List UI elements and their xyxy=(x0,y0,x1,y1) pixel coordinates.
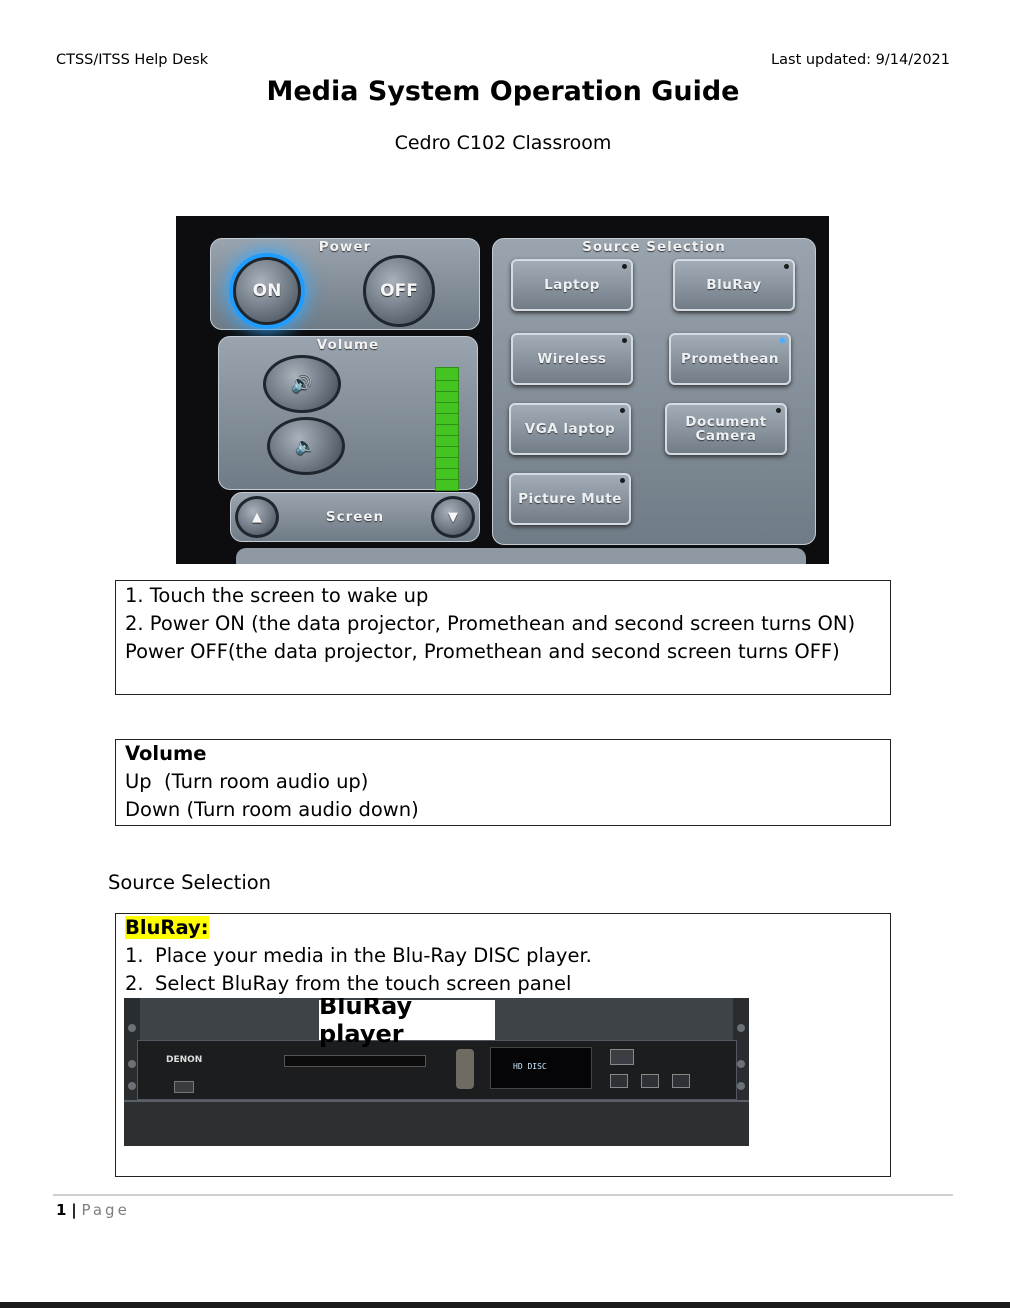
page-title: Media System Operation Guide xyxy=(266,76,740,107)
screen-label: Screen xyxy=(325,509,385,525)
step-text: Select BluRay from the touch screen pane… xyxy=(155,972,572,995)
volume-down-line: Down (Turn room audio down) xyxy=(125,798,419,821)
display-text: HD DISC xyxy=(513,1062,547,1071)
indicator-icon xyxy=(620,478,625,483)
volume-instructions-box: Volume Up (Turn room audio up) Down (Tur… xyxy=(115,739,891,826)
footer: 1 | Page xyxy=(56,1201,130,1219)
stop-icon xyxy=(610,1074,628,1088)
page-separator: | xyxy=(71,1201,77,1219)
power-instructions-box: 1. Touch the screen to wake up 2. Power … xyxy=(115,580,891,695)
header-left: CTSS/ITSS Help Desk xyxy=(56,52,209,68)
step-number: 1. xyxy=(125,944,144,967)
brand-logo: DENON xyxy=(166,1055,203,1065)
play-icon xyxy=(672,1074,691,1088)
bluray-instructions-box: BluRay: 1. Place your media in the Blu-Ra… xyxy=(115,913,891,1177)
page-subtitle: Cedro C102 Classroom xyxy=(394,132,612,154)
bluray-device: DENON HD DISC xyxy=(137,1040,737,1100)
source-promethean-button: Promethean xyxy=(669,333,791,385)
source-vga-laptop-label: VGA laptop xyxy=(524,421,616,437)
power-group: Power ON OFF xyxy=(210,238,480,330)
source-wireless-label: Wireless xyxy=(537,351,607,367)
indicator-icon xyxy=(776,408,781,413)
bluray-step-1: 1. Place your media in the Blu-Ray DISC p… xyxy=(116,942,890,970)
power-switch-icon xyxy=(174,1081,194,1093)
source-wireless-button: Wireless xyxy=(511,333,633,385)
source-selection-heading: Source Selection xyxy=(108,871,272,894)
source-document-camera-button: Document Camera xyxy=(665,403,787,455)
pause-icon xyxy=(641,1074,660,1088)
page-word: Page xyxy=(81,1201,130,1219)
power-line-3: Power OFF(the data projector, Promethean… xyxy=(125,640,840,663)
footer-divider xyxy=(53,1194,953,1196)
source-promethean-label: Promethean xyxy=(681,351,779,367)
source-bluray-label: BluRay xyxy=(706,277,762,293)
bluray-step-2: 2. Select BluRay from the touch screen pa… xyxy=(116,970,890,998)
touch-panel-photo: Power ON OFF Volume 🔊 🔈 ▲ Screen ▼ Sourc… xyxy=(176,216,829,564)
volume-down-icon: 🔈 xyxy=(267,417,345,475)
power-line-1: 1. Touch the screen to wake up xyxy=(125,584,429,607)
header-right: Last updated: 9/14/2021 xyxy=(771,52,950,68)
power-off-button: OFF xyxy=(363,255,435,327)
eject-button-icon xyxy=(610,1049,634,1065)
power-on-button: ON xyxy=(233,257,301,325)
source-vga-laptop-button: VGA laptop xyxy=(509,403,631,455)
volume-label: Volume xyxy=(316,337,380,353)
source-document-camera-label: Document Camera xyxy=(685,414,767,444)
source-selection-label: Source Selection xyxy=(582,239,726,255)
front-display: HD DISC xyxy=(490,1047,592,1089)
volume-group: Volume 🔊 🔈 xyxy=(218,336,478,491)
bottom-strip xyxy=(0,1302,1010,1308)
panel-bottom-bar xyxy=(236,548,806,564)
rack-shelf xyxy=(124,1100,749,1146)
step-text: Place your media in the Blu-Ray DISC pla… xyxy=(155,944,592,967)
transport-buttons xyxy=(610,1073,710,1088)
volume-heading: Volume xyxy=(125,742,207,765)
source-picture-mute-button: Picture Mute xyxy=(509,473,631,525)
screen-group: ▲ Screen ▼ xyxy=(230,492,480,542)
indicator-icon xyxy=(620,408,625,413)
volume-up-icon: 🔊 xyxy=(263,355,341,413)
power-line-2: 2. Power ON (the data projector, Prometh… xyxy=(125,612,856,635)
step-number: 2. xyxy=(125,972,144,995)
bluray-photo-label: BluRay player xyxy=(319,998,495,1048)
indicator-icon xyxy=(784,264,789,269)
bluray-player-photo: DENON HD DISC BluRay player xyxy=(124,998,749,1146)
indicator-icon xyxy=(622,338,627,343)
screen-down-icon: ▼ xyxy=(431,496,475,538)
source-selection-group: Source Selection Laptop BluRay Wireless … xyxy=(492,238,816,545)
volume-up-line: Up (Turn room audio up) xyxy=(125,770,369,793)
source-bluray-button: BluRay xyxy=(673,259,795,311)
source-laptop-button: Laptop xyxy=(511,259,633,311)
disc-tray-icon xyxy=(284,1055,426,1067)
page-number: 1 xyxy=(56,1201,67,1219)
source-laptop-label: Laptop xyxy=(544,277,600,293)
usb-drive-icon xyxy=(456,1049,474,1089)
source-picture-mute-label: Picture Mute xyxy=(518,491,622,507)
power-label: Power xyxy=(318,239,372,255)
screen-up-icon: ▲ xyxy=(235,496,279,538)
active-indicator-icon xyxy=(780,338,785,343)
bluray-heading: BluRay: xyxy=(125,916,209,939)
volume-meter-bar xyxy=(435,367,459,381)
indicator-icon xyxy=(622,264,627,269)
